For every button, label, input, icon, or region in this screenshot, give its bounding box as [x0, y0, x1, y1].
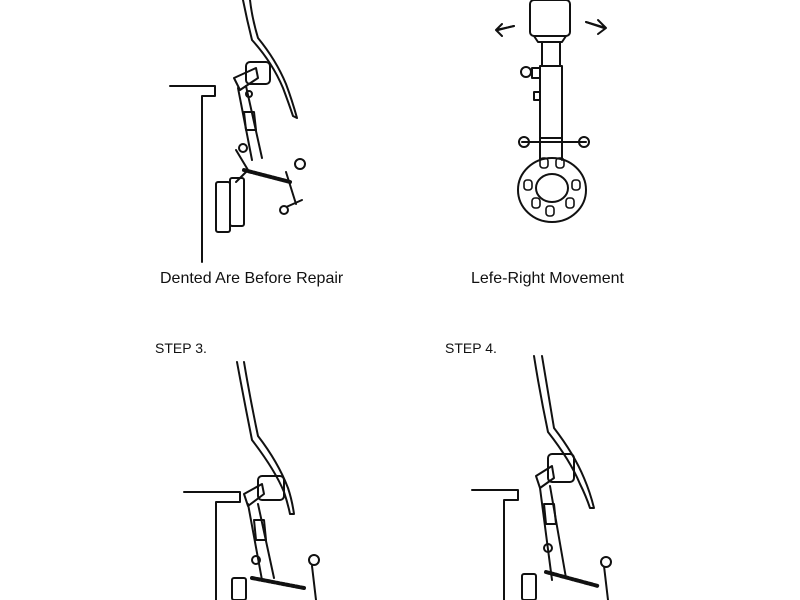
step-3-label: STEP 3.	[155, 340, 207, 356]
body-panel-outline	[242, 0, 298, 119]
caption-dented-area: Dented Are Before Repair	[160, 270, 344, 287]
door-frame	[169, 85, 216, 263]
dent-puller-tool	[215, 61, 306, 233]
dent-puller-tool	[521, 453, 612, 600]
door-frame	[471, 489, 519, 600]
step4-illustration	[471, 355, 612, 600]
dented-panel-illustration	[169, 0, 306, 263]
body-panel-outline	[236, 361, 295, 515]
caption-left-right-movement: Lefe-Right Movement	[471, 270, 624, 287]
step-4-label: STEP 4.	[445, 340, 497, 356]
body-panel-outline	[533, 355, 595, 509]
dent-puller-tool	[231, 475, 320, 600]
door-frame	[183, 491, 241, 600]
step3-illustration	[183, 361, 320, 600]
left-right-movement-illustration	[495, 0, 607, 223]
